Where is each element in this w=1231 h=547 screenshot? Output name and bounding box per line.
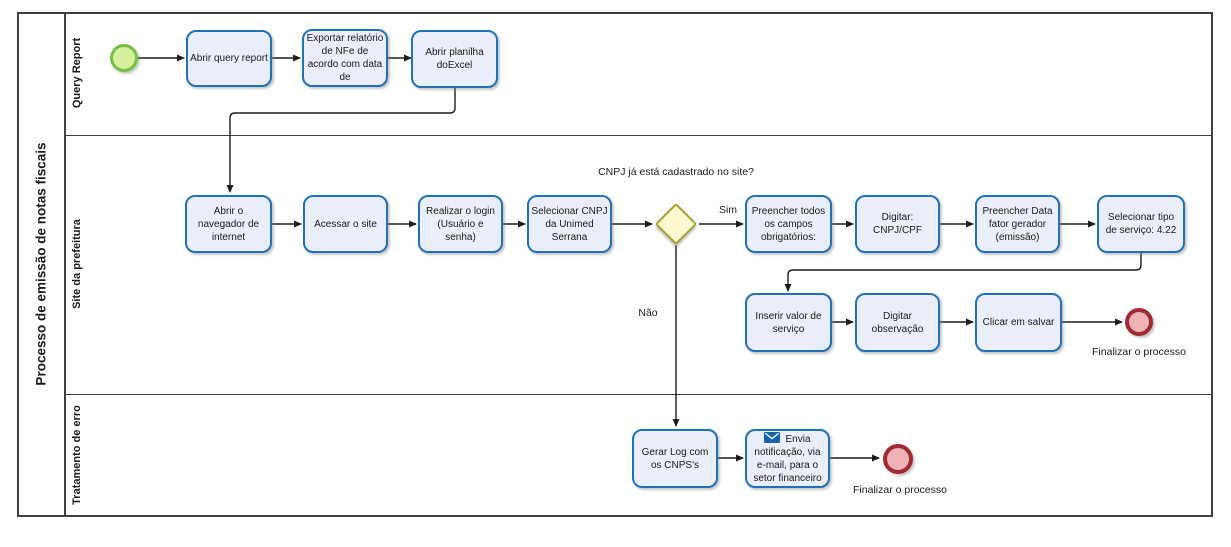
task-inserir-valor[interactable]: Inserir valor de serviço — [745, 293, 832, 352]
lane-divider-2 — [64, 394, 1211, 395]
task-label: Gerar Log com os CNPS's — [641, 446, 709, 471]
task-digitar-observacao[interactable]: Digitar observação — [855, 293, 940, 352]
task-clicar-salvar[interactable]: Clicar em salvar — [975, 293, 1062, 352]
task-label: Acessar o site — [314, 218, 377, 230]
gateway-question-label: CNPJ já está cadastrado no site? — [598, 166, 754, 178]
task-selecionar-cnpj[interactable]: Selecionar CNPJ da Unimed Serrana — [527, 195, 612, 253]
task-label: Abrir planilha doExcel — [425, 47, 484, 71]
task-selecionar-tipo[interactable]: Selecionar tipo de serviço: 4.22 — [1097, 195, 1185, 253]
task-label: Preencher Data fator gerador (emissão) — [982, 205, 1053, 243]
task-label: Digitar observação — [871, 310, 924, 335]
lane-label-tratamento-erro[interactable]: Tratamento de erro — [71, 405, 83, 505]
task-label: Digitar: CNPJ/CPF — [873, 212, 922, 236]
end-event-main[interactable] — [1125, 308, 1153, 336]
gateway-no-label: Não — [638, 307, 658, 319]
task-abrir-navegador[interactable]: Abrir o navegador de internet — [185, 195, 272, 253]
task-envia-notificacao[interactable]: Envia notificação, via e-mail, para o se… — [745, 429, 830, 488]
email-icon — [764, 432, 781, 443]
gateway-yes-label: Sim — [718, 204, 738, 216]
task-exportar-relatorio[interactable]: Exportar relatório de NFe de acordo com … — [302, 29, 388, 87]
lane-label-query-report[interactable]: Query Report — [71, 37, 83, 109]
task-label: Exportar relatório de NFe de acordo com … — [306, 33, 384, 83]
lane-divider-1 — [64, 135, 1211, 136]
task-label: Abrir o navegador de internet — [197, 205, 260, 243]
end-event-error[interactable] — [883, 444, 913, 474]
pool-title-divider — [64, 12, 66, 517]
task-preencher-data[interactable]: Preencher Data fator gerador (emissão) — [975, 195, 1060, 253]
task-digitar-cnpj-cpf[interactable]: Digitar: CNPJ/CPF — [855, 195, 940, 253]
task-realizar-login[interactable]: Realizar o login (Usuário e senha) — [418, 195, 503, 253]
task-label: Inserir valor de serviço — [755, 310, 822, 335]
task-abrir-planilha[interactable]: Abrir planilha doExcel — [411, 30, 498, 88]
end-event-error-label: Finalizar o processo — [853, 484, 947, 496]
start-event[interactable] — [110, 44, 138, 72]
task-label: Abrir query report — [190, 53, 268, 64]
task-acessar-site[interactable]: Acessar o site — [303, 195, 388, 253]
pool — [17, 12, 1213, 517]
task-label: Clicar em salvar — [982, 317, 1055, 328]
task-label: Preencher todos os campos obrigatórios: — [751, 205, 826, 243]
task-label: Selecionar CNPJ da Unimed Serrana — [531, 205, 608, 243]
task-label: Selecionar tipo de serviço: 4.22 — [1105, 212, 1177, 236]
task-abrir-query-report[interactable]: Abrir query report — [186, 30, 272, 87]
lane-label-site-prefeitura[interactable]: Site da prefeitura — [71, 219, 83, 309]
task-preencher-campos[interactable]: Preencher todos os campos obrigatórios: — [745, 195, 832, 253]
task-gerar-log[interactable]: Gerar Log com os CNPS's — [632, 429, 718, 488]
task-label: Envia notificação, via e-mail, para o se… — [753, 434, 822, 484]
pool-title: Processo de emissão de notas fiscais — [33, 142, 49, 386]
end-event-main-label: Finalizar o processo — [1092, 346, 1186, 358]
task-label: Realizar o login (Usuário e senha) — [426, 205, 495, 243]
